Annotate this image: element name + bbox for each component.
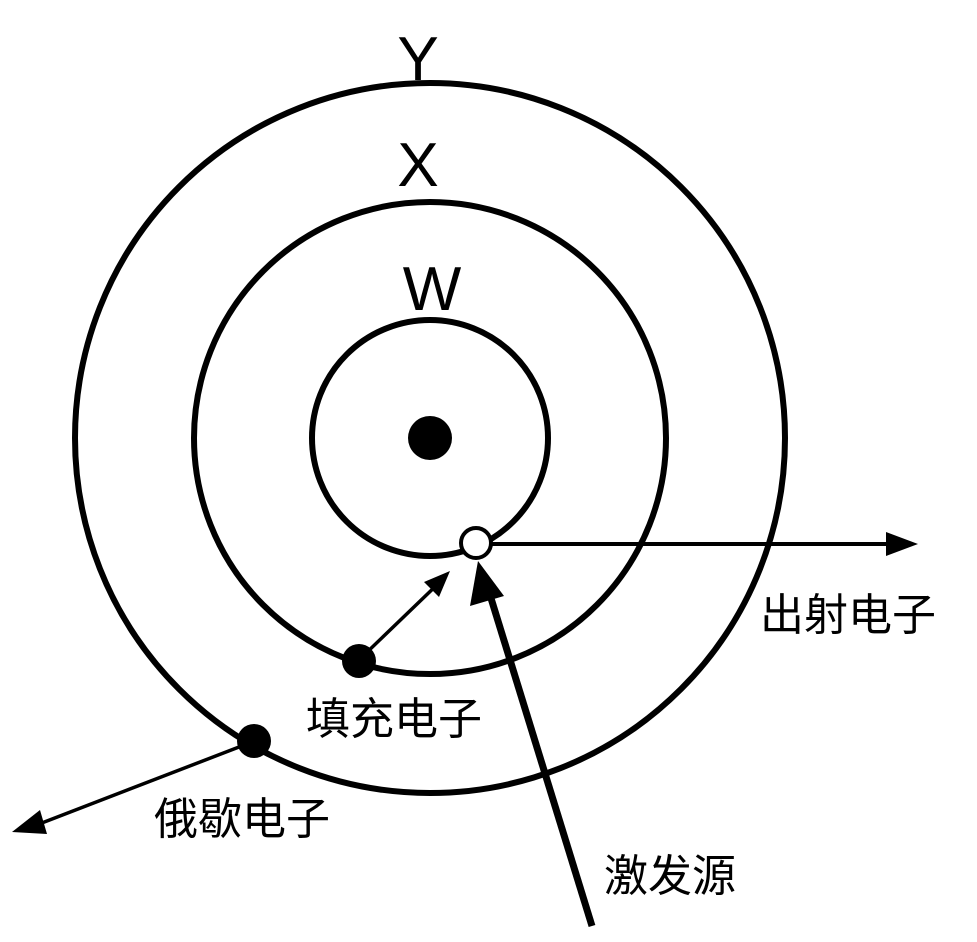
inner-shell-ring xyxy=(309,317,551,559)
inner-shell-vacancy xyxy=(459,526,493,560)
emitted-electron-arrowhead xyxy=(886,532,918,556)
filling-electron-label: 填充电子 xyxy=(306,694,482,745)
auger-electron xyxy=(237,724,271,758)
shell-label-y: Y xyxy=(397,25,438,94)
filling-electron xyxy=(342,644,376,678)
shell-label-x: X xyxy=(397,131,438,200)
filling-electron-arrow xyxy=(360,578,444,659)
middle-shell-ring xyxy=(191,199,669,677)
auger-electron-arrow xyxy=(33,740,253,828)
filling-electron-arrowhead xyxy=(424,571,450,597)
outer-shell-ring xyxy=(72,80,788,796)
emitted-electron-label: 出射电子 xyxy=(760,590,936,641)
shell-label-w: W xyxy=(403,255,462,324)
excitation-source-arrowhead xyxy=(470,561,504,606)
nucleus xyxy=(408,416,452,460)
auger-electron-arrowhead xyxy=(12,810,47,834)
excitation-source-label: 激发源 xyxy=(604,851,736,902)
excitation-source-arrow xyxy=(486,593,596,928)
auger-electron-label: 俄歇电子 xyxy=(154,794,330,845)
